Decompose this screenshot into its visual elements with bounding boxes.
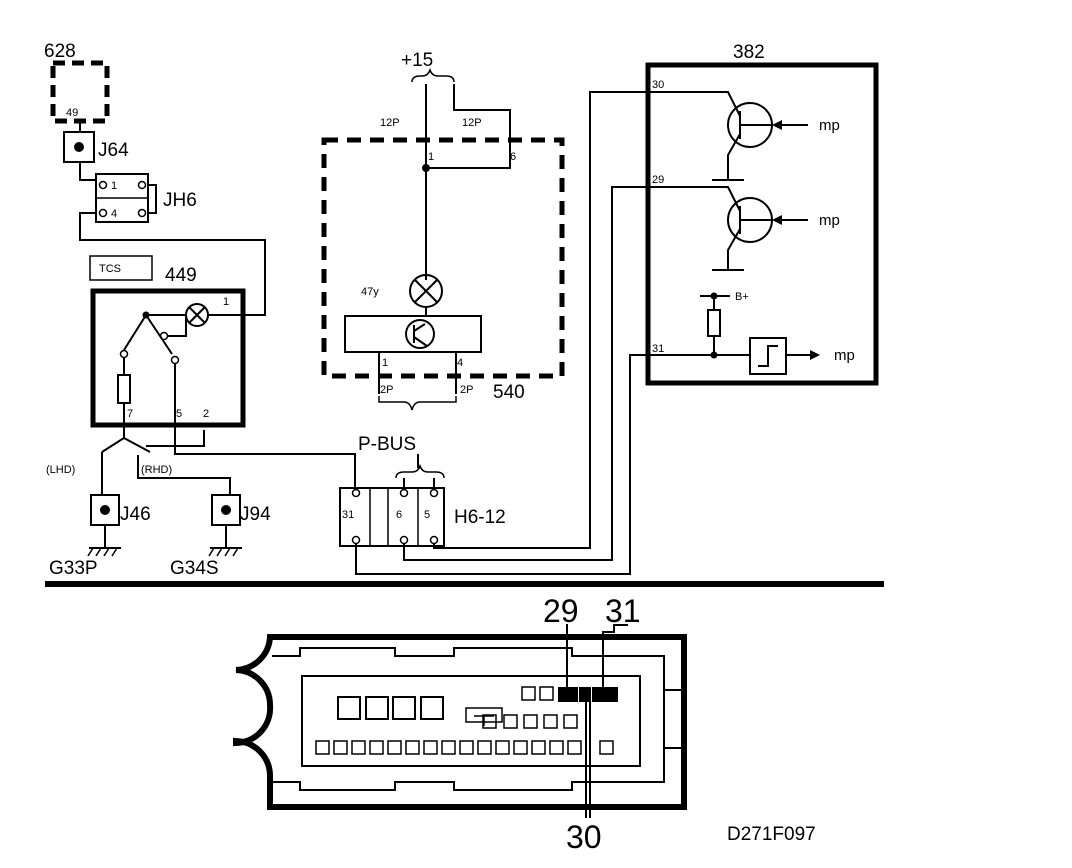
switch-blade xyxy=(123,314,147,351)
connector-h6-12: 31 6 5 H6-12 xyxy=(339,91,750,575)
component-382-pin-30: 30 xyxy=(652,79,664,91)
component-449-pin-7: 7 xyxy=(127,408,133,420)
component-540-pin-1: 1 xyxy=(428,151,434,163)
input-stage: B+ mp xyxy=(700,291,855,375)
component-449-pin-2: 2 xyxy=(203,408,209,420)
component-382: 382 30 29 31 mp mp xyxy=(645,42,879,386)
component-540-conn-c: 2P xyxy=(380,384,393,396)
supply-15-label: +15 xyxy=(401,50,433,71)
p-bus-label: P-BUS xyxy=(358,434,416,455)
component-540-conn-b: 12P xyxy=(462,117,482,129)
output-transistor-2: mp xyxy=(712,186,840,271)
output-3-label: mp xyxy=(834,347,855,364)
connector-h6-12-pin-6: 6 xyxy=(396,509,402,521)
component-540-pin-6: 6 xyxy=(510,151,516,163)
connector-jh6-pin-4: 4 xyxy=(111,208,117,220)
connector-jh6: 1 4 JH6 xyxy=(79,162,266,316)
connector-j94-label: J94 xyxy=(240,504,271,525)
connector-j64-pin xyxy=(74,142,84,152)
component-540-conn-d: 2P xyxy=(460,384,473,396)
connector-j46-label: J46 xyxy=(120,504,151,525)
terminal-31 xyxy=(592,687,618,702)
callout-29: 29 xyxy=(543,593,579,629)
output-transistor-1: mp xyxy=(712,91,840,181)
component-449-label: 449 xyxy=(165,265,197,286)
terminal-30 xyxy=(579,687,591,702)
component-540-lamp-label: 47y xyxy=(361,286,379,298)
p-bus: P-BUS xyxy=(358,434,445,488)
component-540-conn-a: 12P xyxy=(380,117,400,129)
connector-jh6-label: JH6 xyxy=(163,190,197,211)
supply-b-plus-label: B+ xyxy=(735,291,749,303)
component-382-label: 382 xyxy=(733,42,765,63)
callout-31: 31 xyxy=(605,593,641,629)
transistor-icon xyxy=(405,319,435,349)
connector-j64-label: J64 xyxy=(98,140,129,161)
component-382-pin-31: 31 xyxy=(652,343,664,355)
component-540-label: 540 xyxy=(493,382,525,403)
wiring-449: (LHD) (RHD) xyxy=(46,430,356,495)
component-628-pin-49: 49 xyxy=(66,107,78,119)
supply-15: +15 12P 12P xyxy=(380,50,511,280)
connector-j64: J64 xyxy=(63,121,129,163)
component-449: 449 1 7 5 2 xyxy=(90,265,246,430)
figure-id: D271F097 xyxy=(727,824,816,845)
connector-view: 29 31 30 xyxy=(233,593,687,855)
component-382-pin-29: 29 xyxy=(652,174,664,186)
component-449-pin-5: 5 xyxy=(176,408,182,420)
connector-j94: J94 G34S xyxy=(170,494,271,579)
resistor-icon xyxy=(117,374,131,404)
tcs-label-box: TCS xyxy=(89,255,153,281)
output-1-label: mp xyxy=(819,117,840,134)
supply-brace xyxy=(411,67,455,83)
ground-g34s-label: G34S xyxy=(170,558,219,579)
bottom-cavity-row xyxy=(315,740,614,755)
tcs-label: TCS xyxy=(99,263,121,275)
component-540-pin-4: 4 xyxy=(457,357,463,369)
connector-h6-12-label: H6-12 xyxy=(454,507,506,528)
component-628: 628 49 xyxy=(44,41,110,124)
component-449-pin-1: 1 xyxy=(223,296,229,308)
connector-j46: J46 G33P xyxy=(49,494,151,579)
connector-h6-12-pin-5: 5 xyxy=(424,509,430,521)
component-628-label: 628 xyxy=(44,41,76,62)
variant-rhd: (RHD) xyxy=(141,464,172,476)
connector-h6-12-pin-31: 31 xyxy=(342,509,354,521)
variant-lhd: (LHD) xyxy=(46,464,75,476)
terminal-29 xyxy=(558,687,578,702)
output-2-label: mp xyxy=(819,212,840,229)
driver-block xyxy=(344,315,482,353)
component-540: 1 6 47y 1 4 2P 2P 540 xyxy=(321,137,565,411)
component-540-pin-1b: 1 xyxy=(382,357,388,369)
callout-30: 30 xyxy=(566,819,602,855)
pullup-resistor-icon xyxy=(707,309,721,337)
ground-g33p-label: G33P xyxy=(49,558,98,579)
connector-jh6-pin-1: 1 xyxy=(111,180,117,192)
